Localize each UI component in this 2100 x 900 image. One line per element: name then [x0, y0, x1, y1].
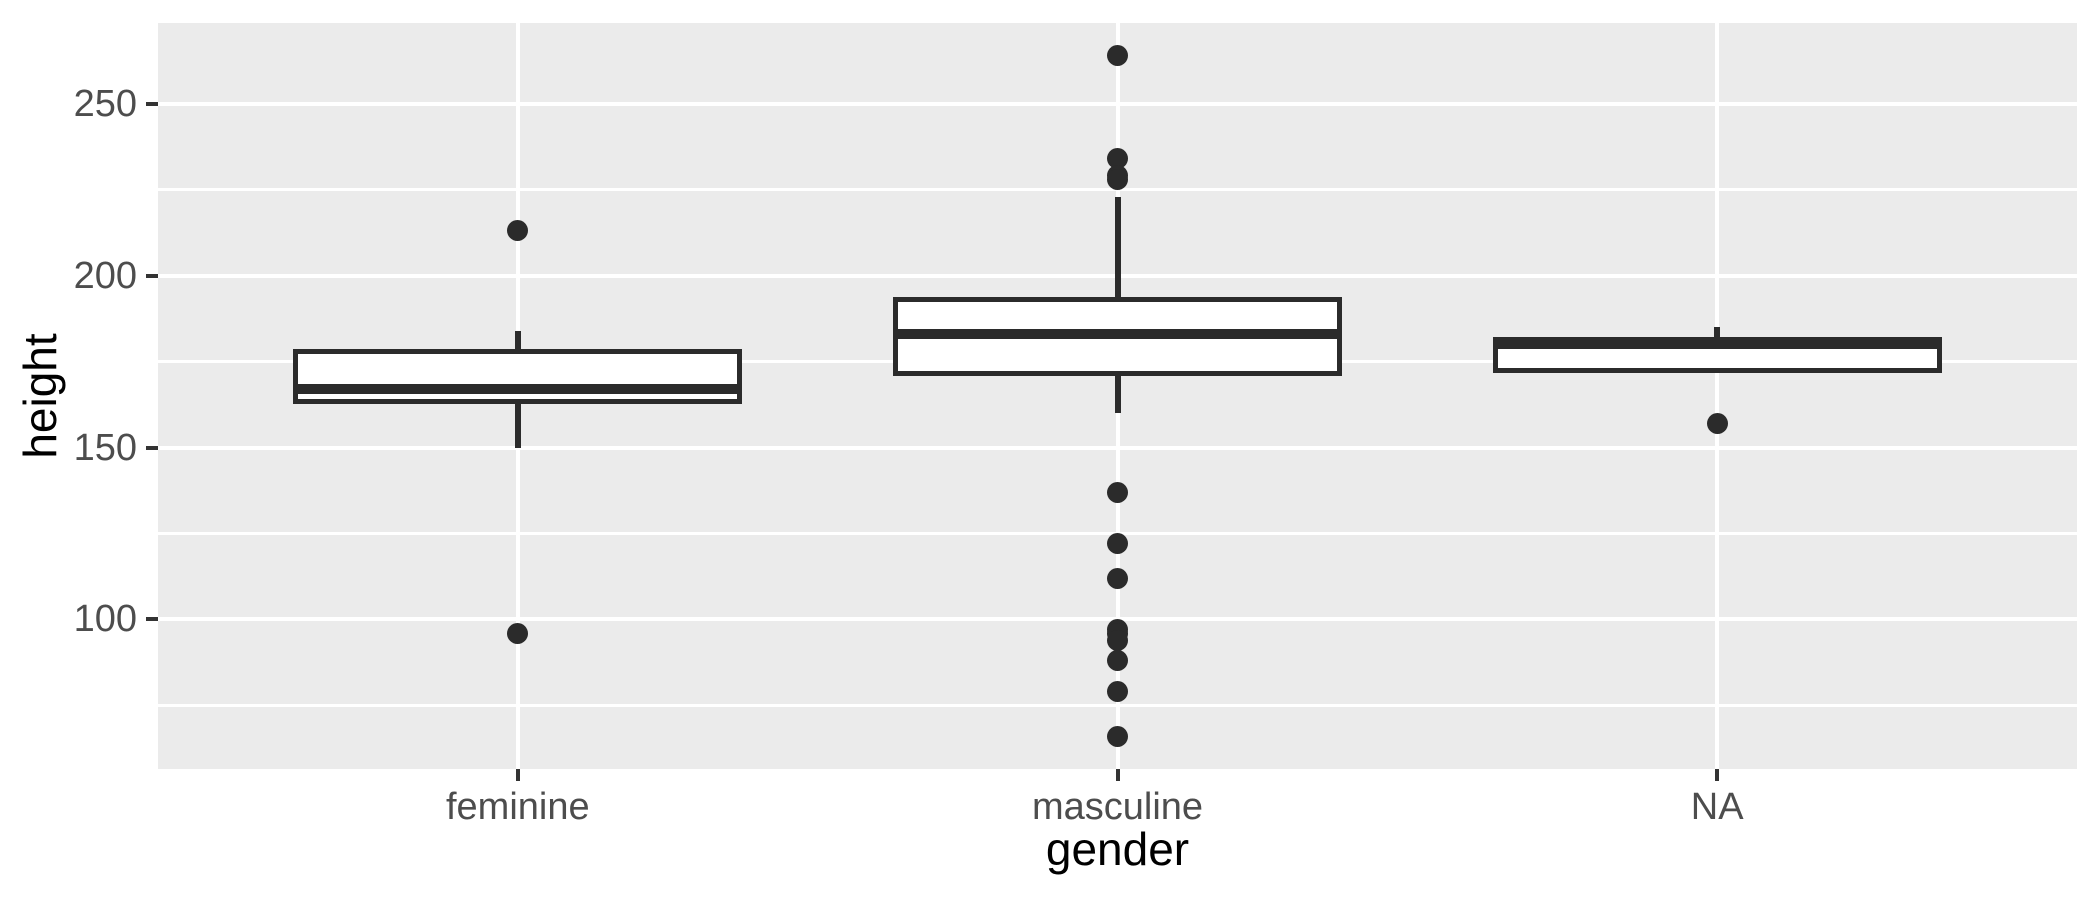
category-gridline	[1715, 23, 1720, 769]
outlier-point	[1107, 148, 1128, 170]
lower-whisker	[1114, 373, 1121, 414]
y-axis-tick-label: 250	[73, 82, 137, 125]
y-axis-tick-label: 150	[73, 426, 137, 469]
x-axis-tick	[515, 769, 520, 781]
median-line-masculine	[893, 329, 1342, 340]
outlier-point	[1107, 567, 1128, 589]
outlier-point	[1107, 629, 1128, 651]
y-axis-tick-label: 100	[73, 598, 137, 641]
upper-whisker	[514, 330, 521, 352]
outlier-point	[507, 622, 529, 644]
upper-whisker	[1714, 327, 1721, 340]
outlier-point	[1107, 681, 1128, 703]
outlier-point	[1107, 45, 1128, 67]
outlier-point	[1107, 533, 1128, 555]
outlier-point	[1706, 413, 1728, 434]
outlier-point	[507, 220, 529, 242]
y-axis-tick-label: 200	[73, 254, 137, 297]
outlier-point	[1107, 650, 1128, 672]
boxplot-box-feminine	[293, 348, 743, 404]
outlier-point	[1107, 168, 1128, 190]
x-axis-tick-label: masculine	[1031, 786, 1204, 828]
lower-whisker	[514, 401, 521, 448]
x-axis-tick	[1115, 769, 1120, 781]
x-axis-title: gender	[1045, 823, 1190, 875]
upper-whisker	[1114, 196, 1121, 300]
x-axis-tick-label: feminine	[445, 786, 590, 828]
x-axis-tick-label: NA	[1690, 786, 1744, 828]
median-line-NA	[1492, 339, 1942, 350]
x-axis-tick	[1715, 769, 1720, 781]
y-axis-tick	[146, 617, 158, 622]
plot-panel	[158, 23, 2077, 769]
outlier-point	[1107, 481, 1128, 503]
y-axis-tick	[146, 445, 158, 450]
y-axis-tick	[146, 101, 158, 106]
outlier-point	[1107, 725, 1128, 747]
y-axis-tick	[146, 273, 158, 278]
median-line-feminine	[293, 384, 743, 395]
